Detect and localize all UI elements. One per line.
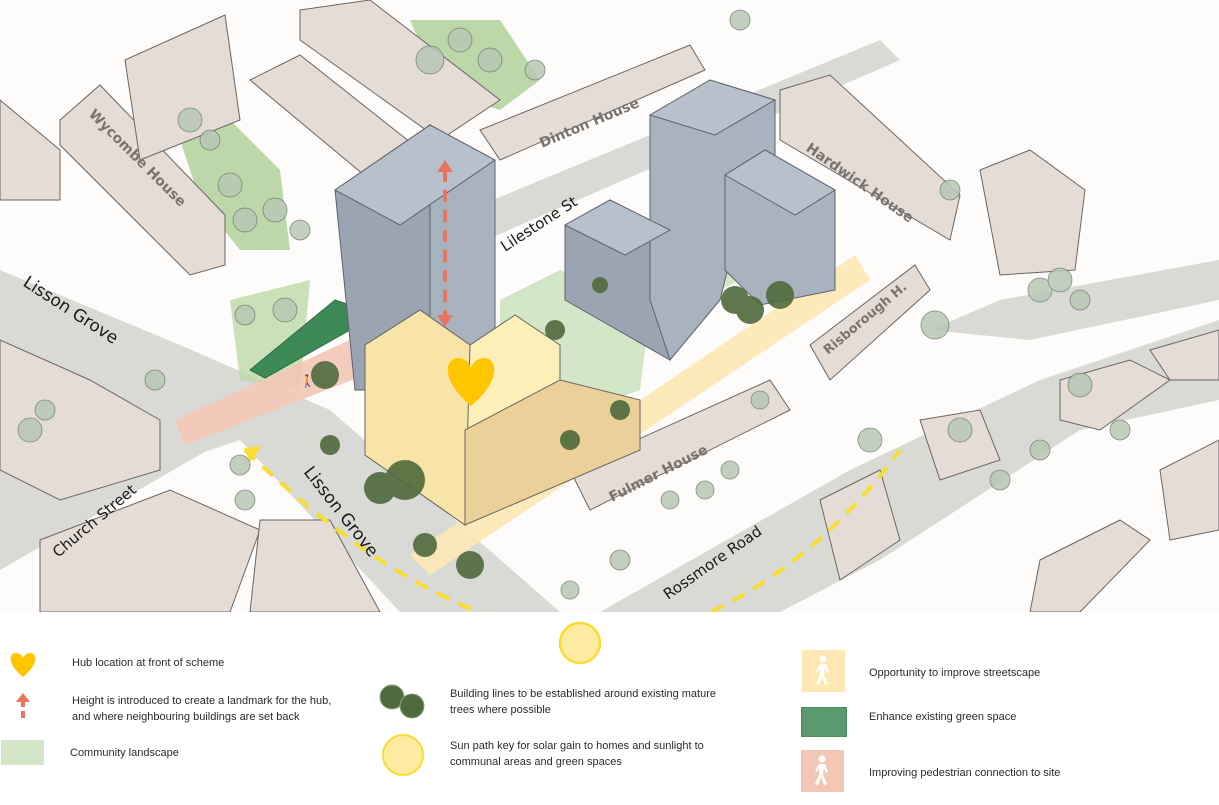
legend-pedestrian: Improving pedestrian connection to site [869,767,1061,779]
landmark-tower [334,124,496,226]
community-landscape-swatch [1,740,44,765]
sun-path-line [243,448,902,612]
legend-hub: Hub location at front of scheme [72,657,225,669]
fulmer-house [569,379,791,511]
legend-green: Enhance existing green space [869,711,1017,723]
pedestrian-icon [816,655,829,685]
heart-icon [10,653,36,677]
sun-position-icon [558,621,602,665]
site-axonometric-map: 🚶 Wycombe House Dinton House Hardwick Ho… [0,0,1219,612]
pedestrian-swatch [801,750,844,792]
green-space-swatch [801,707,847,737]
wycombe-house [59,84,226,276]
streetscape-swatch [802,650,845,692]
map-canvas: 🚶 Wycombe House Dinton House Hardwick Ho… [0,0,1219,612]
sun-icon [382,734,424,776]
sun-path-arrowhead-icon [244,446,262,462]
risborough-house [809,264,931,381]
pedestrian-icon [815,755,828,785]
legend: Hub location at front of scheme Height i… [0,612,1219,805]
hardwick-house [779,74,961,241]
legend-streetscape: Opportunity to improve streetscape [869,667,1041,679]
height-up-arrow-icon [16,693,30,702]
hub-heart-icon [447,358,495,406]
legend-sun: Sun path key for solar gain to homes and… [450,740,704,768]
legend-height: Height is introduced to create a landmar… [72,695,332,723]
lisson-grove-road [0,270,560,612]
l-block-roof [563,199,672,256]
mature-trees [311,277,794,579]
dinton-house [479,44,706,161]
legend-trees: Building lines to be established around … [450,688,716,716]
pedestrian-icon: 🚶 [300,374,315,388]
legend-community: Community landscape [70,747,179,759]
